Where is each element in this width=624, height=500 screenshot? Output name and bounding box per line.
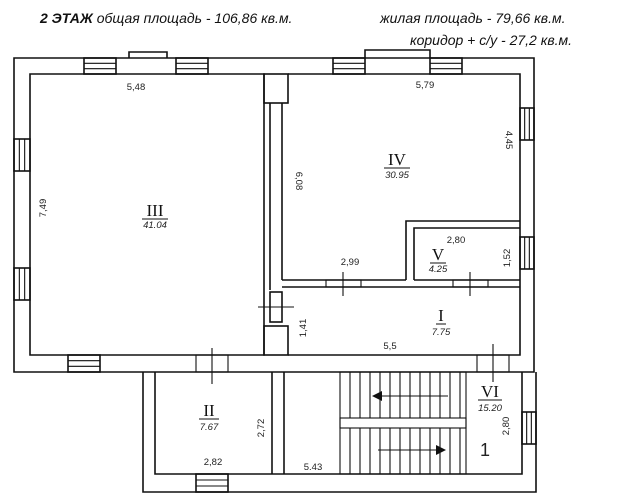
room-area: 30.95 bbox=[385, 170, 409, 181]
dim-height: 1,41 bbox=[298, 319, 309, 338]
dim-width: 2,80 bbox=[447, 235, 466, 246]
room-III[interactable]: III 41.04 5,48 7,49 bbox=[38, 82, 168, 231]
dim-width: 5.43 bbox=[304, 462, 323, 473]
room-numeral: II bbox=[203, 401, 215, 420]
room-numeral: III bbox=[147, 201, 164, 220]
dim-corridor-top: 2,99 bbox=[341, 257, 360, 268]
dim-height: 2,72 bbox=[256, 419, 267, 438]
dim-width: 5,48 bbox=[127, 82, 146, 93]
room-numeral: I bbox=[438, 306, 444, 325]
interior-walls bbox=[258, 73, 520, 356]
room-II[interactable]: II 7.67 2,72 2,82 bbox=[199, 401, 267, 468]
dim-height: 1,52 bbox=[502, 249, 513, 268]
floor-title: 2 ЭТАЖ общая площадь - 106,86 кв.м. bbox=[40, 10, 292, 26]
corridor-area-label: коридор + с/у - 27,2 кв.м. bbox=[410, 32, 572, 48]
dim-width: 5,5 bbox=[383, 341, 396, 352]
dim-height: 7,49 bbox=[38, 199, 49, 218]
exterior-walls bbox=[13, 49, 535, 373]
living-area-label: жилая площадь - 79,66 кв.м. bbox=[380, 10, 566, 26]
windows bbox=[13, 57, 537, 493]
room-numeral: V bbox=[432, 245, 445, 264]
room-area: 4.25 bbox=[429, 264, 448, 275]
room-area: 7.75 bbox=[432, 327, 451, 338]
room-IV[interactable]: IV 30.95 5,79 4,45 6,08 bbox=[293, 80, 514, 190]
room-numeral: IV bbox=[388, 150, 407, 169]
staircase[interactable] bbox=[339, 371, 467, 475]
arrow-left-icon bbox=[372, 391, 382, 401]
room-area: 15.20 bbox=[478, 403, 502, 414]
room-VI[interactable]: VI 15.20 2,80 5.43 1 bbox=[304, 382, 512, 473]
dim-height: 2,80 bbox=[501, 417, 512, 436]
room-I[interactable]: I 7.75 2,99 1,41 5,5 bbox=[298, 257, 451, 352]
dim-wall: 6,08 bbox=[293, 172, 304, 191]
floor-label: 2 ЭТАЖ bbox=[40, 10, 93, 26]
room-V[interactable]: V 4.25 2,80 1,52 bbox=[429, 235, 513, 275]
room-area: 7.67 bbox=[200, 422, 219, 433]
dim-width: 5,79 bbox=[416, 80, 435, 91]
dim-height: 4,45 bbox=[503, 131, 514, 150]
dim-width: 2,82 bbox=[204, 457, 223, 468]
total-area-label: общая площадь - 106,86 кв.м. bbox=[96, 10, 293, 26]
arrow-right-icon bbox=[436, 445, 446, 455]
room-numeral: VI bbox=[481, 382, 499, 401]
stair-number: 1 bbox=[480, 440, 490, 460]
room-area: 41.04 bbox=[143, 220, 167, 231]
